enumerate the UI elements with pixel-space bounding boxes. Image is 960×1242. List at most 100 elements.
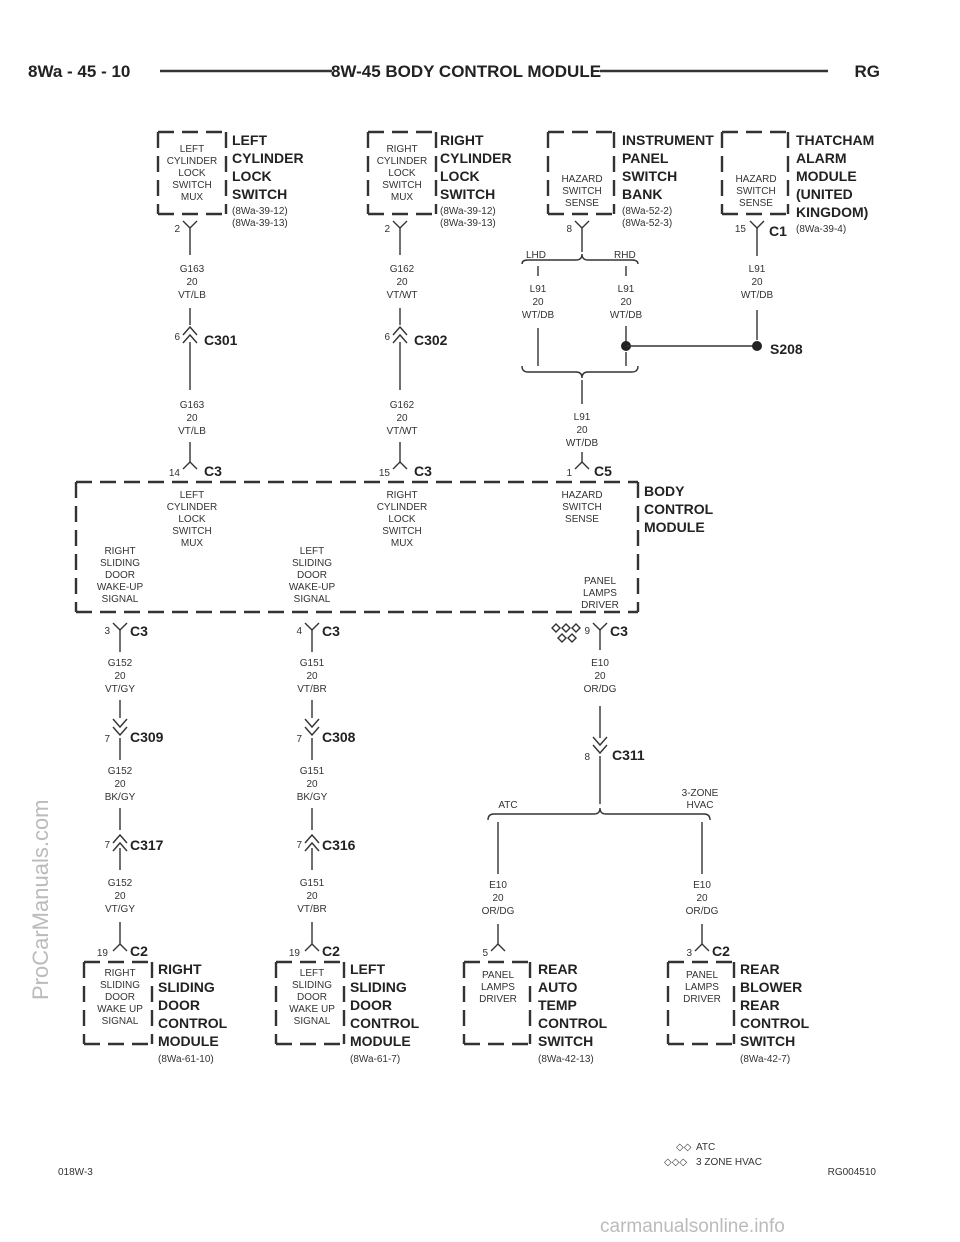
- bcm-name-line: MODULE: [644, 519, 705, 535]
- wire-label-line: OR/DG: [686, 906, 719, 917]
- legend-symbol-atc: ◇◇: [676, 1142, 692, 1153]
- component-box: [722, 130, 788, 216]
- component-inner-label-line: SWITCH: [382, 180, 421, 191]
- connector-pin: 6: [384, 332, 390, 343]
- bcm-pin-label-line: SLIDING: [292, 558, 332, 569]
- pin-connector: [112, 943, 128, 952]
- inline-connector-chevron: [112, 833, 128, 844]
- component-name-line: CYLINDER: [440, 150, 512, 166]
- bcm-pin-label-line: LAMPS: [583, 588, 617, 599]
- component-box: [668, 960, 734, 1046]
- bcm-connector: C3: [322, 623, 340, 639]
- component-ref: (8Wa-39-4): [796, 224, 846, 235]
- component-name-line: CONTROL: [350, 1015, 420, 1031]
- bcm-pin-number: 4: [296, 626, 302, 637]
- bcm-connector: C5: [594, 463, 612, 479]
- component-name-line: RIGHT: [158, 961, 202, 977]
- bcm-pin-label-line: SWITCH: [172, 526, 211, 537]
- connector-pin: 7: [104, 734, 110, 745]
- inline-connector-chevron: [392, 325, 408, 336]
- component-name-line: BANK: [622, 186, 662, 202]
- connector-name: C301: [204, 332, 238, 348]
- bcm-pin-number: 3: [104, 626, 110, 637]
- splice-name: S208: [770, 341, 803, 357]
- bcm-pin-connector: [392, 461, 408, 470]
- wire-label-line: 20: [696, 893, 708, 904]
- bcm-pin-label-line: WAKE-UP: [289, 582, 336, 593]
- bcm-pin-label-line: RIGHT: [386, 490, 417, 501]
- wire-label-line: VT/BR: [297, 904, 326, 915]
- bcm-pin-number: 15: [379, 468, 391, 479]
- wire-label-line: 20: [114, 671, 126, 682]
- bcm-pin-label-line: CYLINDER: [167, 502, 218, 513]
- component-name-line: DOOR: [350, 997, 392, 1013]
- page-title: 8W-45 BODY CONTROL MODULE: [331, 62, 601, 81]
- component-box-side: [156, 132, 228, 214]
- pin-connector: [304, 943, 320, 952]
- component-ref: (8Wa-42-13): [538, 1054, 594, 1065]
- wire-label-line: E10: [489, 880, 507, 891]
- component-inner-label-line: HAZARD: [561, 174, 602, 185]
- component-name-line: THATCHAM: [796, 132, 874, 148]
- component-box: [276, 960, 344, 1046]
- bcm-pin-label-line: MUX: [181, 538, 204, 549]
- connector-pin: 7: [104, 840, 110, 851]
- component-ref: (8Wa-61-10): [158, 1054, 214, 1065]
- bcm-box-side: [74, 482, 640, 612]
- legend-symbol-3zone: ◇◇◇: [664, 1157, 687, 1168]
- component-box-side: [666, 962, 736, 1044]
- lhd-label: LHD: [526, 250, 546, 261]
- wire-label-line: 20: [186, 413, 198, 424]
- wire-label-line: 20: [751, 277, 763, 288]
- wire-label-line: G151: [300, 658, 325, 669]
- component-inner-label-line: SENSE: [565, 198, 599, 209]
- wire-label-line: G151: [300, 766, 325, 777]
- component-ref-line: (8Wa-39-13): [440, 218, 496, 229]
- bcm-pin-label-line: HAZARD: [561, 490, 602, 501]
- component-name-line: SWITCH: [440, 186, 495, 202]
- wire-label-line: 20: [306, 891, 318, 902]
- wire-label-line: WT/DB: [522, 310, 555, 321]
- component-name-line: CONTROL: [538, 1015, 608, 1031]
- component-inner-label-line: SLIDING: [292, 980, 332, 991]
- component-box-side: [274, 962, 346, 1044]
- connector-name: C2: [712, 943, 730, 959]
- figure-code: 018W-3: [58, 1167, 93, 1178]
- component-name-line: SWITCH: [232, 186, 287, 202]
- wire-label-line: VT/BR: [297, 684, 326, 695]
- bcm-pin-label-line: DOOR: [105, 570, 135, 581]
- component-ref: (8Wa-42-7): [740, 1054, 790, 1065]
- legend-label-3zone: 3 ZONE HVAC: [696, 1157, 762, 1168]
- bcm-pin-connector: [304, 622, 320, 631]
- page-number: 8Wa - 45 - 10: [28, 62, 130, 81]
- component-inner-label-line: DOOR: [297, 992, 327, 1003]
- wire-label-line: 20: [576, 425, 588, 436]
- bcm-pin-label-line: SIGNAL: [294, 594, 331, 605]
- component-name-line: DOOR: [158, 997, 200, 1013]
- component-inner-label-line: WAKE UP: [97, 1004, 143, 1015]
- wire-label-line: VT/WT: [386, 290, 417, 301]
- component-box: [464, 960, 530, 1046]
- wire-label-line: G152: [108, 878, 133, 889]
- diagram-elements: LEFTCYLINDERLOCKSWITCHMUXLEFTCYLINDERLOC…: [74, 130, 874, 1065]
- pin-connector: [182, 220, 198, 229]
- component-inner-label-line: SIGNAL: [294, 1016, 331, 1027]
- bcm-pin-connector: [592, 622, 608, 631]
- bcm-pin-label-line: CYLINDER: [377, 502, 428, 513]
- component-inner-label-line: DRIVER: [683, 994, 721, 1005]
- pin-connector: [490, 943, 506, 952]
- component-inner-label-line: DRIVER: [479, 994, 517, 1005]
- atc-3zone-marker: [551, 623, 561, 633]
- bcm-pin-label-line: WAKE-UP: [97, 582, 144, 593]
- wire-label-line: 20: [186, 277, 198, 288]
- component-name-line: ALARM: [796, 150, 847, 166]
- component-name-line: REAR: [740, 997, 780, 1013]
- component-name-line: MODULE: [158, 1033, 219, 1049]
- component-inner-label-line: LOCK: [178, 168, 206, 179]
- component-ref-line: (8Wa-52-3): [622, 218, 672, 229]
- wire-label-line: 20: [594, 671, 606, 682]
- atc-label: ATC: [498, 800, 517, 811]
- bcm-pin-number: 14: [169, 468, 181, 479]
- component-name-line: CYLINDER: [232, 150, 304, 166]
